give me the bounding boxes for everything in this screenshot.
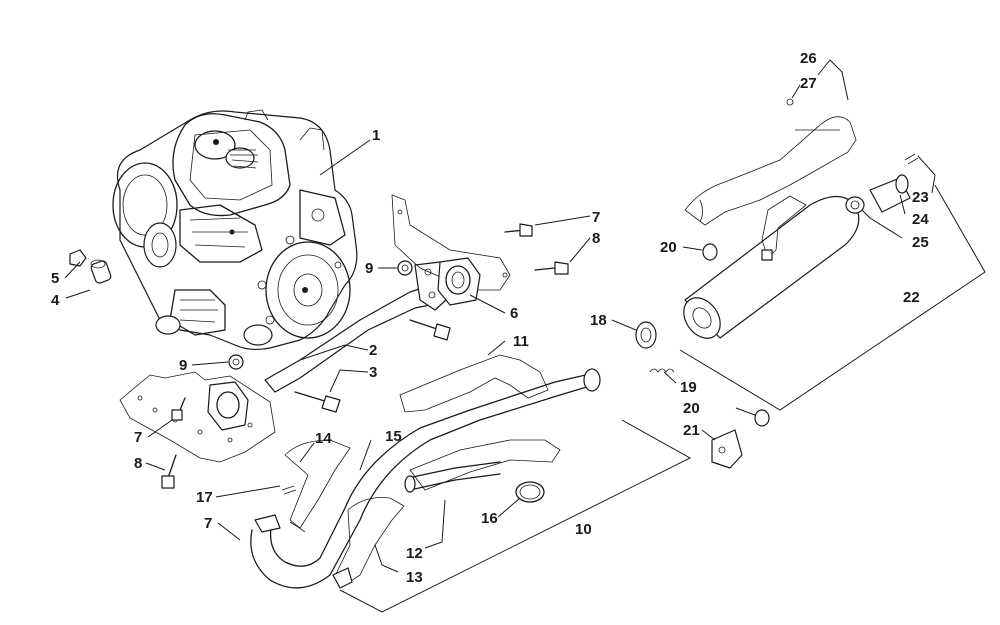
bolt-lower [294,391,341,413]
callout-5: 5 [51,270,59,287]
bolt-8-upper [534,261,569,275]
callout-labels: 1 2 3 4 5 6 7 7 7 8 8 9 9 10 11 12 13 14… [51,50,929,586]
callout-27: 27 [800,75,817,92]
callout-11: 11 [513,333,529,350]
callout-16: 16 [481,510,498,527]
grommet-20-upper [702,243,718,261]
spacer-and-nut [69,249,112,284]
callout-9-lower: 9 [179,357,187,374]
callout-10: 10 [575,521,592,538]
exhaust-flange [391,194,511,306]
group-line-22 [679,184,986,411]
nut-9-upper [397,260,413,276]
callout-14: 14 [315,430,332,447]
gasket-18 [635,321,657,349]
spring-17 [281,485,297,495]
heat-shield-14 [284,439,351,533]
callout-20-upper: 20 [660,239,677,256]
spring-19 [649,368,675,373]
bolt-8-left [161,454,177,489]
callout-9-upper: 9 [365,260,373,277]
callout-7-left: 7 [134,429,142,446]
callout-21: 21 [683,422,700,439]
callout-20-lower: 20 [683,400,700,417]
leader-lines [64,59,936,573]
nut-9-lower [228,354,244,370]
bolt-upper [409,319,451,341]
head-pipe-15 [250,368,601,589]
callout-13: 13 [406,569,423,586]
muffler-22 [683,195,860,339]
grommet-20-lower [754,409,770,427]
muffler-heat-shield-26 [684,98,857,226]
callout-15: 15 [385,428,402,445]
clamp-16 [515,481,545,503]
callout-6: 6 [510,305,518,322]
callout-24: 24 [912,211,929,228]
callout-22: 22 [903,289,920,306]
callout-8-upper: 8 [592,230,600,247]
callout-26: 26 [800,50,817,67]
callout-19: 19 [680,379,697,396]
callout-7-upper: 7 [592,209,600,226]
bolt-7-left [171,397,186,421]
callout-8-left: 8 [134,455,142,472]
bracket-21 [711,429,743,469]
bolt-7-upper [504,223,533,237]
callout-3: 3 [369,364,377,381]
callout-17: 17 [196,489,213,506]
heat-shield-13 [332,497,405,589]
gasket-25 [845,196,865,214]
mid-pipe-12 [404,439,561,493]
lower-heat-shield [119,371,276,463]
callout-18: 18 [590,312,607,329]
tailpipe-24 [869,174,911,213]
callout-2: 2 [369,342,377,359]
callout-12: 12 [406,545,423,562]
callout-23: 23 [912,189,929,206]
engine-assembly [112,109,358,351]
callout-1: 1 [372,127,380,144]
group-line-10 [339,419,692,613]
exhaust-bracket [264,261,447,393]
screw-23 [904,153,919,165]
callout-7-bottom: 7 [204,515,212,532]
callout-4: 4 [51,292,60,309]
heat-shield-11 [399,354,549,413]
callout-25: 25 [912,234,929,251]
